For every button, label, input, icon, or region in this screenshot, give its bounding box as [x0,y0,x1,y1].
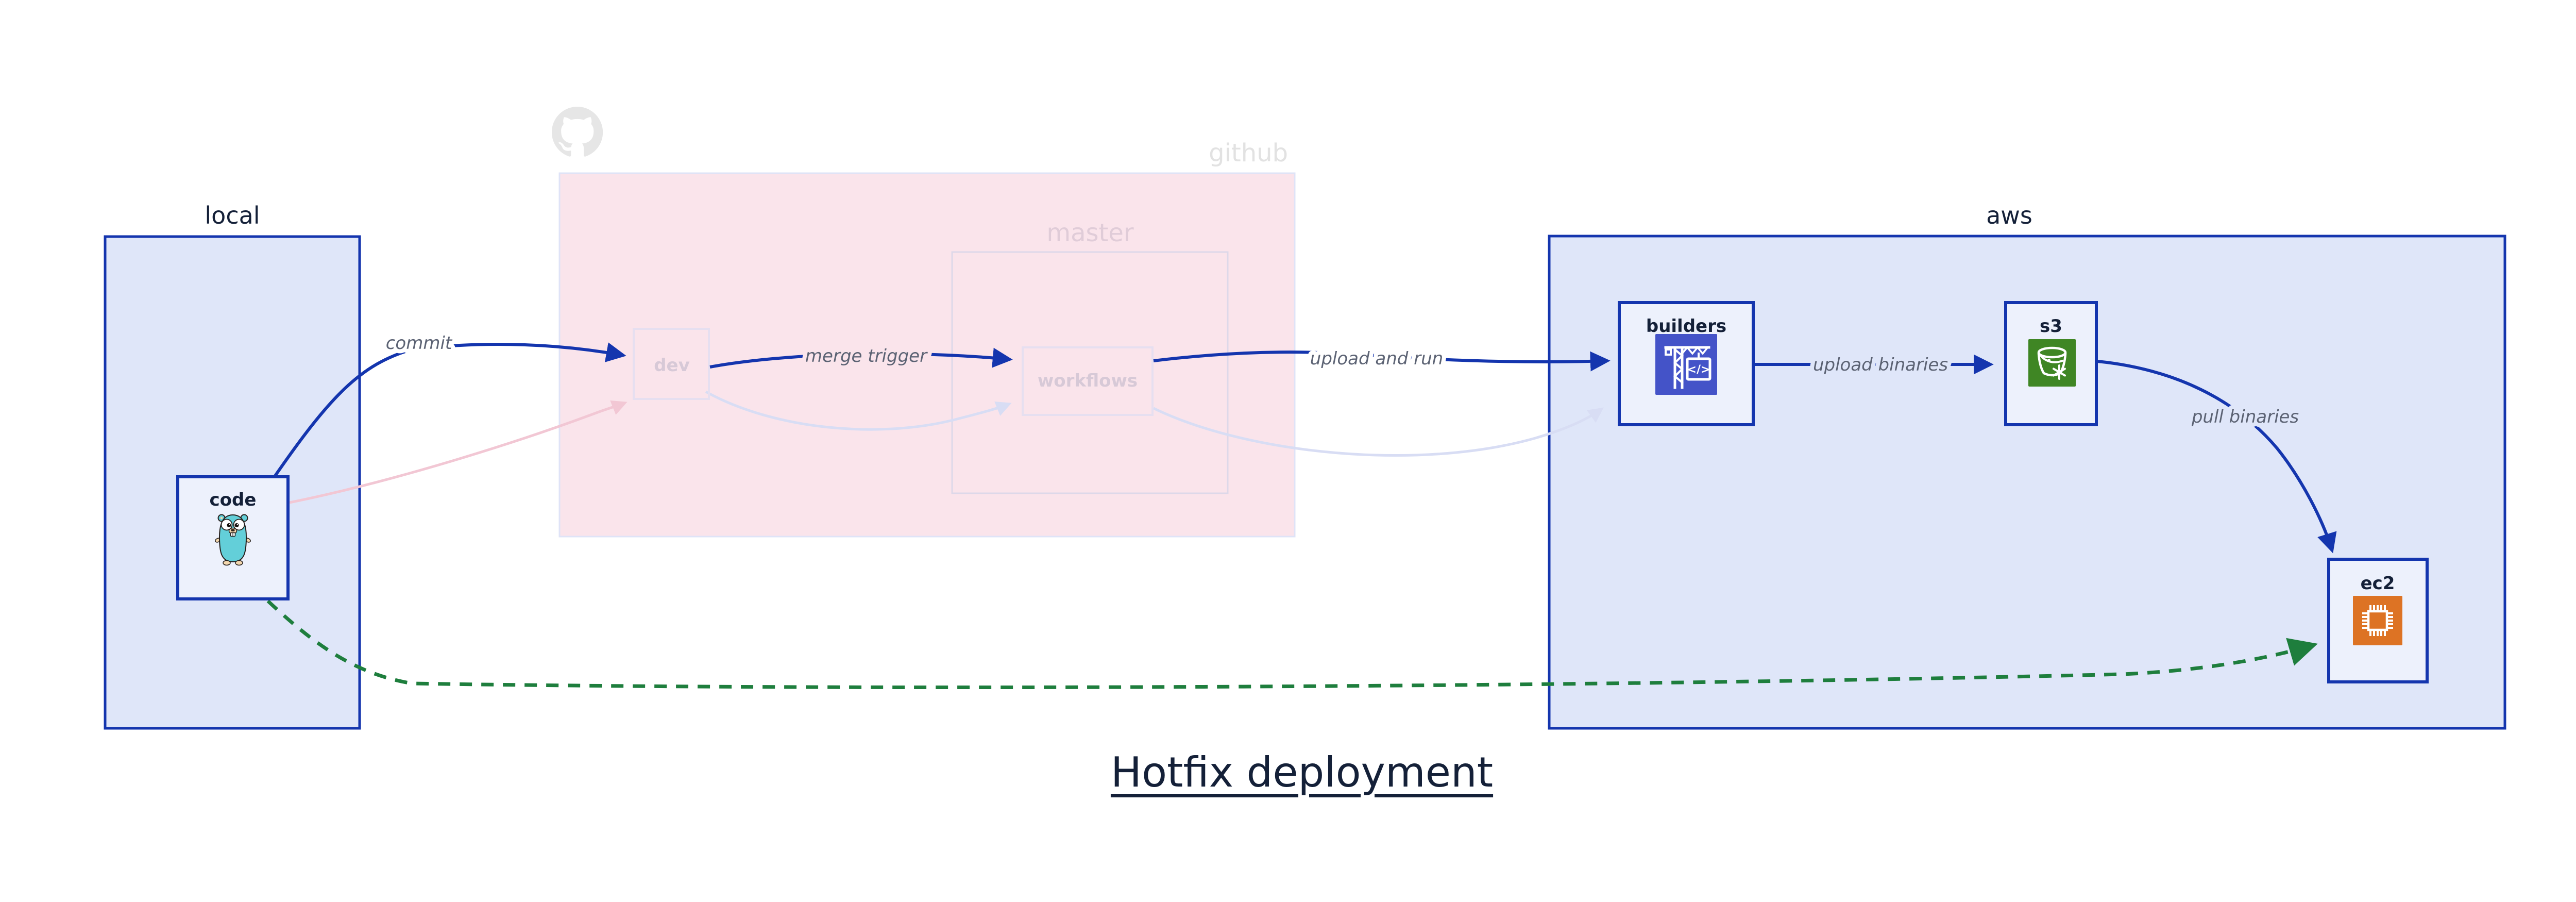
aws-ec2-icon [2353,596,2402,645]
master-container [951,251,1229,494]
edge-commit-label: commit [386,333,453,354]
codebuild-code-glyph: </> [1687,363,1710,376]
edge-merge-trigger-label: merge trigger [805,346,928,366]
edge-upload-binaries-label: upload binaries [1813,355,1948,375]
node-code-label: code [210,490,257,510]
node-workflows [1022,346,1154,416]
node-builders-label: builders [1646,316,1726,337]
github-container-label: github [1209,139,1288,168]
node-dev-label: dev [654,355,690,376]
aws-container-label: aws [1986,202,2032,229]
node-workflows-label: workflows [1038,371,1138,391]
diagram-title: Hotfix deployment [1110,748,1494,796]
edge-upload-and-run [1153,350,1611,372]
master-container-label: master [1046,219,1134,247]
edge-faded-dev-to-workflows [705,390,1012,431]
edge-faded-workflows-to-builders [1153,407,1604,457]
local-container-label: local [205,202,260,229]
node-ec2-label: ec2 [2361,573,2395,594]
edge-pull-binaries-label: pull binaries [2191,407,2299,427]
edge-commit [273,342,626,478]
edge-faded-push-code-to-dev [289,400,628,504]
github-octocat-icon [552,107,603,157]
snowflake-glyph [2053,364,2066,380]
edge-upload-and-run-label: upload and run [1310,348,1443,369]
edge-merge-trigger [709,347,1013,369]
node-dev [633,328,710,400]
go-gopher-icon [215,514,251,566]
edge-hotfix-dashed [266,599,2318,690]
edge-pull-binaries [2097,360,2337,554]
aws-codebuild-icon: </> [1655,334,1717,395]
aws-s3-glacier-icon [2028,339,2076,387]
node-s3-label: s3 [2040,316,2062,337]
